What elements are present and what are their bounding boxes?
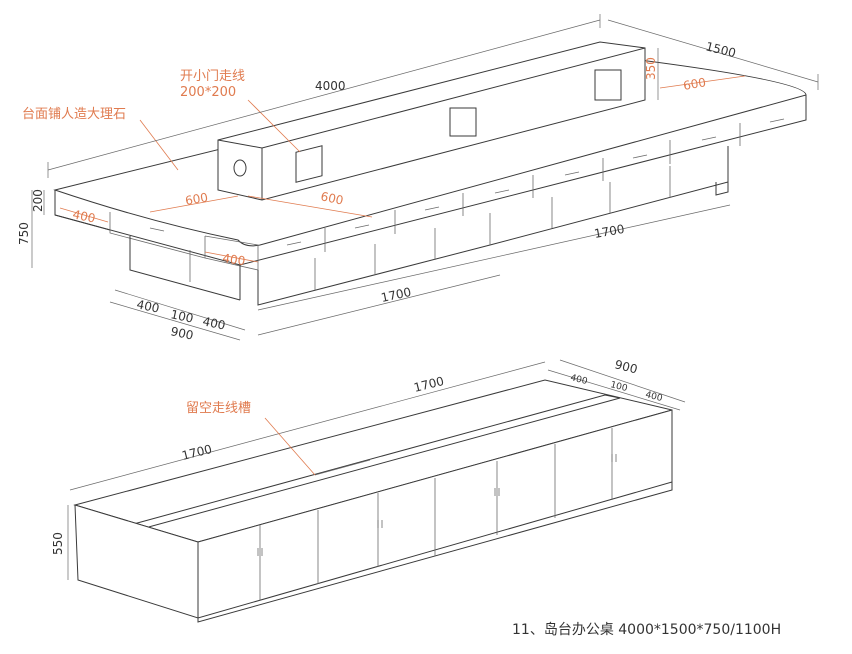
drawer-handles (149, 118, 785, 246)
dim-depth-a-400: 400 (135, 297, 160, 315)
left-drawer-band (109, 212, 206, 259)
front-drawer-dividers (257, 123, 741, 270)
dim-height-750: 750 (17, 222, 31, 245)
dimension-lines (31, 14, 819, 341)
dim-thickness-200: 200 (31, 189, 45, 212)
dim-inner-600-a: 600 (184, 190, 209, 208)
lower-depth-total-900: 900 (613, 357, 639, 376)
callout-small-door-size: 200*200 (180, 85, 236, 100)
dim-half-front-1700: 1700 (380, 285, 413, 305)
dim-depth-total-900: 900 (169, 324, 194, 342)
center-raised-panel (217, 41, 646, 201)
dim-width-1500: 1500 (704, 39, 737, 60)
dim-depth-c-400: 400 (201, 314, 226, 332)
inner-orange-dims (59, 75, 746, 263)
upper-desk-drawing: 4000 1500 350 600 750 200 400 400 600 60… (17, 14, 819, 343)
callout-reserved-slot: 留空走线槽 (186, 401, 251, 416)
cabinet-doors (259, 428, 613, 600)
dim-panel-height-350: 350 (644, 57, 658, 80)
lower-depth-a-400: 400 (569, 373, 588, 387)
lower-cabinets (129, 146, 729, 306)
door-handles (257, 454, 617, 556)
lower-length-back-1700: 1700 (412, 374, 445, 395)
lower-length-front-1700: 1700 (180, 442, 213, 463)
dim-half-right-1700: 1700 (593, 222, 626, 241)
dim-panel-offset-600: 600 (682, 75, 707, 93)
lower-depth-c-400: 400 (644, 390, 663, 404)
dim-overhang-front-400: 400 (222, 251, 247, 268)
callout-small-door: 开小门走线 (180, 69, 245, 84)
drawing-caption: 11、岛台办公桌 4000*1500*750/1100H (512, 622, 781, 638)
slot-callout-leader (264, 417, 316, 476)
lower-cabinet-drawing: 900 400 100 400 1700 1700 550 留空走线槽 (51, 357, 686, 623)
cable-hole (233, 159, 247, 177)
lower-depth-b-100: 100 (609, 380, 628, 394)
dim-inner-600-b: 600 (319, 189, 344, 207)
lower-dimension-lines (67, 359, 686, 580)
callout-marble-top: 台面铺人造大理石 (22, 107, 126, 122)
lower-height-550: 550 (51, 532, 65, 555)
dim-overhang-left-400: 400 (71, 207, 96, 225)
dim-depth-b-100: 100 (169, 307, 194, 325)
dim-length-4000: 4000 (315, 79, 346, 93)
small-door-right (594, 69, 622, 101)
small-door-center (449, 107, 477, 137)
